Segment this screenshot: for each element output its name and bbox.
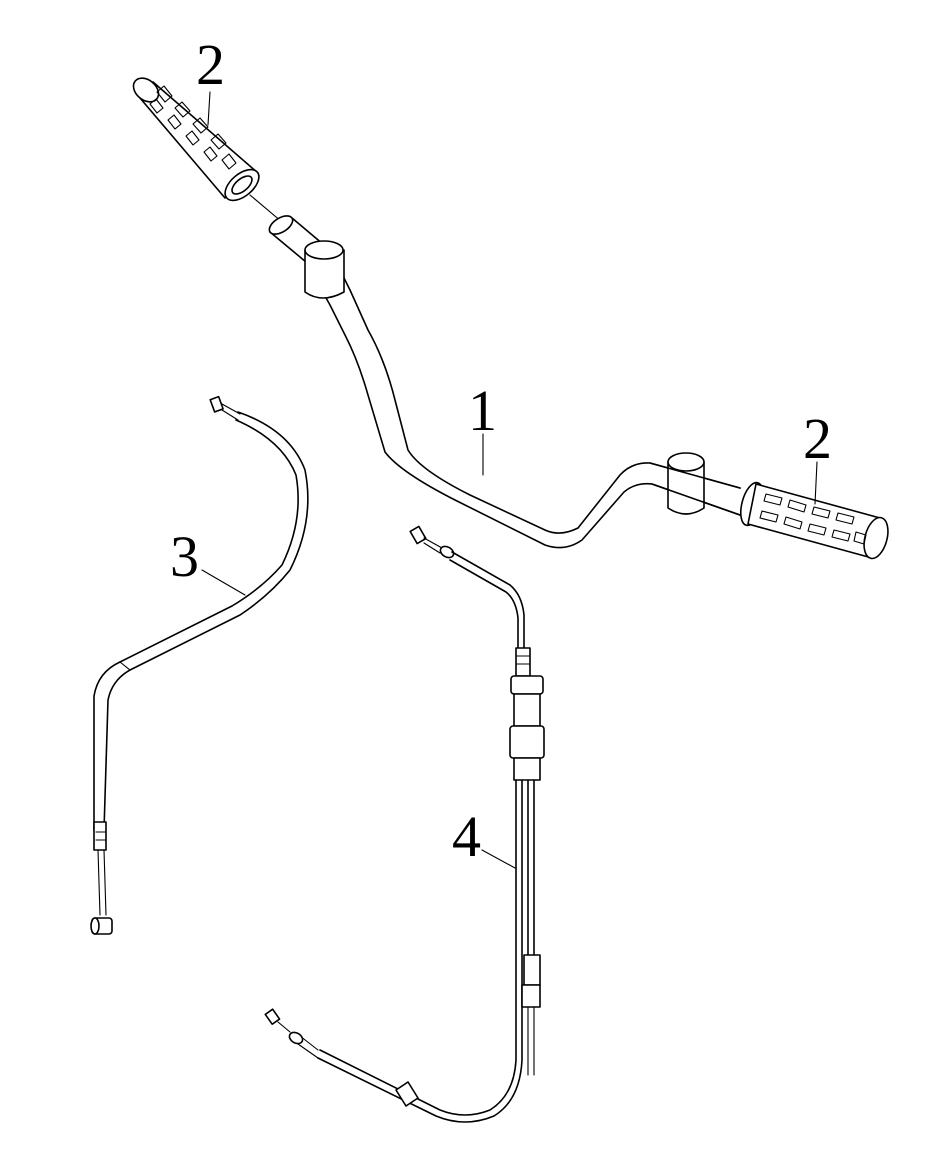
callout-grip-left: 2 (196, 32, 225, 97)
callout-leaders (201, 91, 818, 869)
handlebar (268, 215, 741, 549)
callout-grip-right: 2 (803, 406, 832, 471)
callout-clutch-cable: 3 (170, 524, 199, 589)
throttle-cable (264, 525, 545, 1123)
right-handlebar-grip (739, 481, 889, 560)
left-handlebar-grip (132, 77, 283, 223)
clutch-cable (90, 395, 309, 935)
callout-handlebar: 1 (468, 378, 497, 443)
callout-throttle-cable: 4 (452, 804, 481, 869)
